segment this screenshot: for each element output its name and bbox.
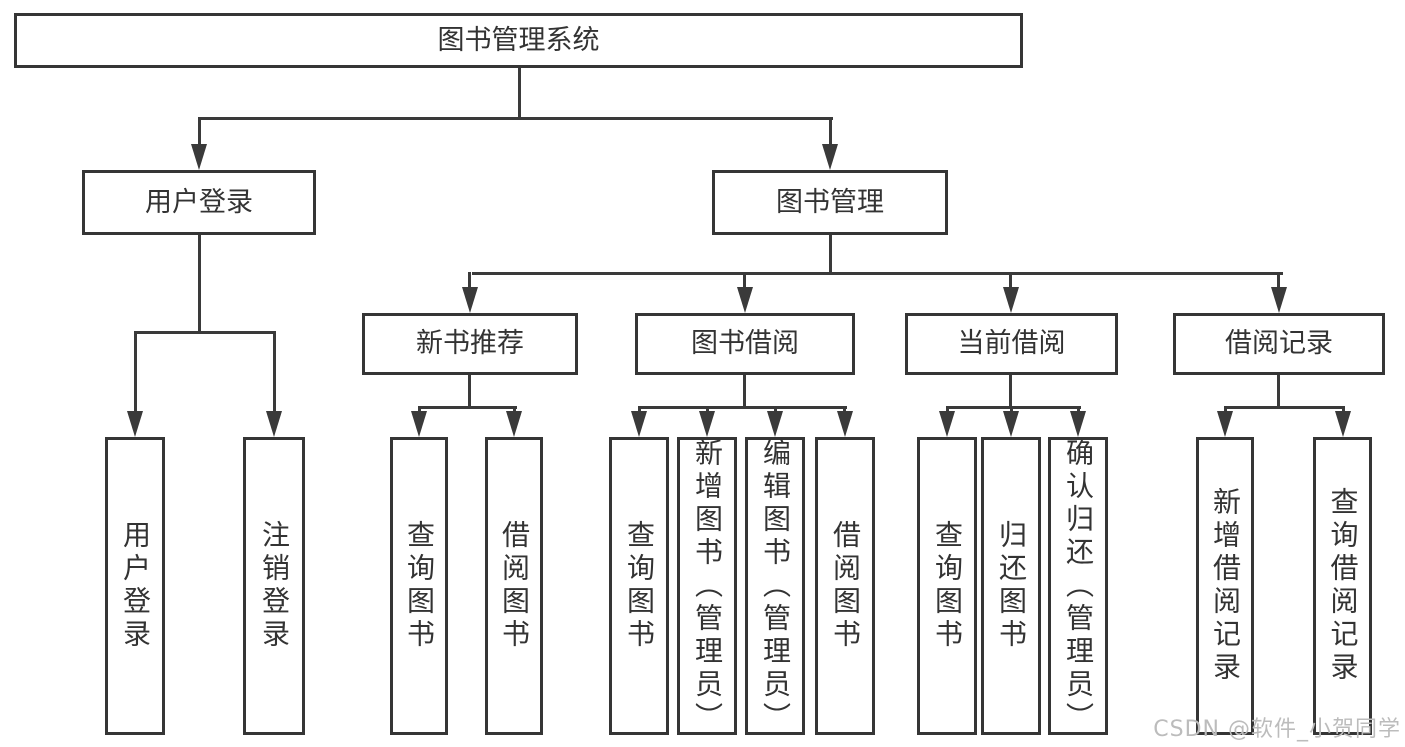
- arrowhead-down-icon: [266, 411, 282, 437]
- node-root-label: 图书管理系统: [437, 24, 600, 56]
- leaf-query-books-under-borrowing-label: 查询图书: [623, 520, 656, 652]
- arrowhead-down-icon: [699, 411, 715, 437]
- node-user-login: 用户登录: [82, 170, 316, 235]
- arrowhead-down-icon: [1217, 411, 1233, 437]
- connector-line: [743, 375, 746, 409]
- leaf-query-books-under-borrowing: 查询图书: [609, 437, 669, 735]
- leaf-query-books-under-current: 查询图书: [917, 437, 977, 735]
- leaf-borrow-books-under-new-label: 借阅图书: [498, 520, 531, 652]
- leaf-query-borrow-record: 查询借阅记录: [1313, 437, 1372, 735]
- arrowhead-down-icon: [191, 144, 207, 170]
- connector-line: [418, 406, 517, 409]
- arrowhead-down-icon: [1335, 411, 1351, 437]
- connector-line: [198, 117, 833, 120]
- node-book-management: 图书管理: [712, 170, 948, 235]
- leaf-add-book-admin-label: 新增图书（管理员）: [691, 437, 724, 735]
- arrowhead-down-icon: [127, 411, 143, 437]
- leaf-borrow-books-under-borrowing: 借阅图书: [815, 437, 875, 735]
- leaf-user-login: 用户登录: [105, 437, 165, 735]
- arrowhead-down-icon: [737, 287, 753, 313]
- leaf-confirm-return-admin-label: 确认归还（管理员）: [1062, 437, 1095, 735]
- connector-line: [468, 272, 471, 292]
- connector-line: [946, 406, 1081, 409]
- connector-line: [829, 117, 832, 148]
- arrowhead-down-icon: [939, 411, 955, 437]
- leaf-logout-login-label: 注销登录: [258, 520, 291, 652]
- connector-line: [134, 331, 137, 412]
- connector-line: [1009, 272, 1012, 292]
- leaf-borrow-books-under-borrowing-label: 借阅图书: [829, 520, 862, 652]
- leaf-query-books-under-new-label: 查询图书: [403, 520, 436, 652]
- arrowhead-down-icon: [411, 411, 427, 437]
- arrowhead-down-icon: [822, 144, 838, 170]
- leaf-edit-book-admin-label: 编辑图书（管理员）: [759, 437, 792, 735]
- connector-line: [472, 272, 1283, 275]
- leaf-user-login-label: 用户登录: [119, 520, 152, 652]
- node-root: 图书管理系统: [14, 13, 1023, 68]
- connector-line: [743, 272, 746, 292]
- arrowhead-down-icon: [767, 411, 783, 437]
- leaf-confirm-return-admin: 确认归还（管理员）: [1048, 437, 1108, 735]
- leaf-edit-book-admin: 编辑图书（管理员）: [745, 437, 805, 735]
- node-borrowing-records-label: 借阅记录: [1225, 328, 1333, 360]
- arrowhead-down-icon: [631, 411, 647, 437]
- connector-line: [1009, 375, 1012, 409]
- leaf-return-book: 归还图书: [981, 437, 1041, 735]
- node-current-borrowing: 当前借阅: [905, 313, 1118, 375]
- node-borrowing-records: 借阅记录: [1173, 313, 1385, 375]
- leaf-add-borrow-record-label: 新增借阅记录: [1209, 487, 1242, 685]
- connector-line: [1224, 406, 1345, 409]
- arrowhead-down-icon: [1003, 287, 1019, 313]
- connector-line: [273, 331, 276, 412]
- leaf-borrow-books-under-new: 借阅图书: [485, 437, 543, 735]
- leaf-return-book-label: 归还图书: [995, 520, 1028, 652]
- node-new-book-recommend-label: 新书推荐: [416, 328, 524, 360]
- leaf-query-books-under-new: 查询图书: [390, 437, 448, 735]
- arrowhead-down-icon: [1003, 411, 1019, 437]
- arrowhead-down-icon: [1070, 411, 1086, 437]
- node-user-login-label: 用户登录: [145, 186, 253, 218]
- connector-line: [198, 117, 201, 148]
- arrowhead-down-icon: [1271, 287, 1287, 313]
- leaf-query-books-under-current-label: 查询图书: [931, 520, 964, 652]
- leaf-add-book-admin: 新增图书（管理员）: [677, 437, 737, 735]
- connector-line: [638, 406, 847, 409]
- connector-line: [1277, 375, 1280, 409]
- leaf-add-borrow-record: 新增借阅记录: [1196, 437, 1254, 735]
- arrowhead-down-icon: [462, 287, 478, 313]
- connector-line: [1277, 272, 1280, 292]
- connector-line: [518, 68, 521, 119]
- connector-line: [829, 235, 832, 275]
- connector-line: [468, 375, 471, 409]
- node-new-book-recommend: 新书推荐: [362, 313, 578, 375]
- leaf-logout-login: 注销登录: [243, 437, 305, 735]
- node-book-borrowing: 图书借阅: [635, 313, 855, 375]
- node-book-borrowing-label: 图书借阅: [691, 328, 799, 360]
- connector-line: [134, 331, 276, 334]
- connector-line: [198, 235, 201, 334]
- arrowhead-down-icon: [837, 411, 853, 437]
- arrowhead-down-icon: [506, 411, 522, 437]
- leaf-query-borrow-record-label: 查询借阅记录: [1326, 487, 1360, 685]
- csdn-watermark: CSDN @软件_小贺同学: [1153, 717, 1401, 742]
- node-book-management-label: 图书管理: [776, 186, 884, 218]
- node-current-borrowing-label: 当前借阅: [957, 328, 1066, 360]
